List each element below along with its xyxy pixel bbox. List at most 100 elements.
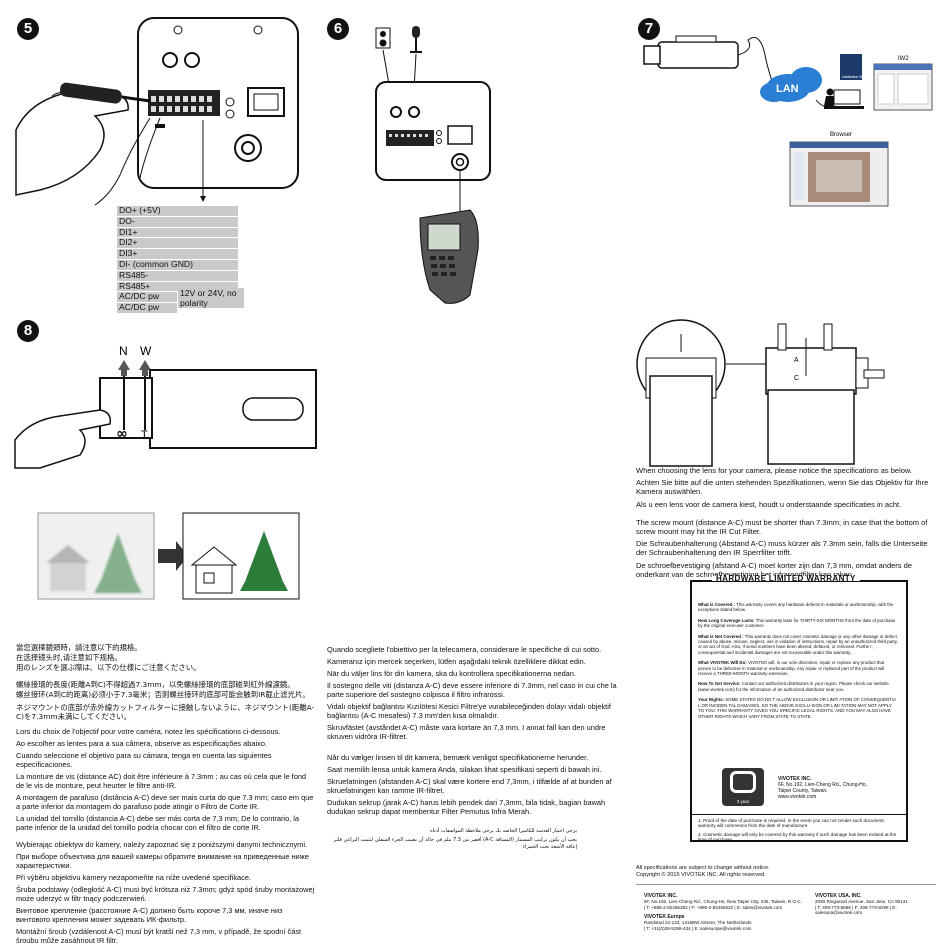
wizard-box-label: Installation Wizard 2: [842, 75, 873, 79]
col1-text: Wybierając obiektyw do kamery, należy za…: [16, 840, 308, 849]
step-6-badge: 6: [327, 18, 349, 40]
col1-text: 用のレンズを選ぶ際は、以下の仕様にご注意ください。: [16, 663, 201, 672]
col1-text: При выборе объектива для вашей камеры об…: [16, 852, 309, 870]
infinity-label: ∞: [116, 426, 128, 442]
col1-text: La monture de vis (distance AC) doit êtr…: [16, 772, 307, 790]
col1-text: Při výběru objektivu kamery nezapomeňte …: [16, 873, 251, 882]
warranty-para: What is Covered : This warranty covers a…: [698, 602, 898, 613]
multilingual-column-1: 當您選擇鏡頭時，請注意以下的規格。 在选择镜头时,请注意如下规格。 用のレンズを…: [16, 643, 316, 948]
warranty-para: How To Get Service: Contact our authoriz…: [698, 681, 898, 692]
footer-contact: | T: 408-773-8686 | F: 408-773-8298 | E:…: [815, 904, 897, 916]
col1-text: Винтовое крепление (расстояние A-C) долж…: [16, 906, 283, 924]
warranty-para: How Long Coverage Lasts: This warranty l…: [698, 618, 898, 629]
footer-address: Randstad 22-133, 1316BW Almere, The Neth…: [644, 920, 752, 926]
col2-text: Skruvfästet (avståndet A-C) måste vara k…: [327, 723, 606, 741]
warranty-text: SOME STATES DO NO T ALLOW EXCLUSION OR L…: [698, 697, 896, 719]
camera-back-terminal-illustration: [15, 17, 299, 206]
col1-text: 在选择镜头时,请注意如下规格。: [16, 653, 122, 662]
browser-label: Browser: [830, 132, 852, 138]
point-a-label: A: [794, 357, 799, 364]
warranty-para: What is Not Covered : This warranty does…: [698, 634, 898, 656]
pin-row: DI2+: [117, 238, 238, 250]
warranty-para: What VIVOTEK Will Do: VIVOTEK will, in o…: [698, 660, 898, 676]
spec-notice-line: All specifications are subject to change…: [636, 865, 770, 871]
col2-text: Saat memilih lensa untuk kamera Anda, si…: [327, 765, 602, 774]
warranty-heading: Your Rights:: [698, 697, 725, 703]
pin-row: DI- (common GND): [117, 259, 238, 271]
lens-text-en: When choosing the lens for your camera, …: [636, 466, 912, 475]
near-label: N: [119, 344, 128, 358]
company-name: VIVOTEK INC.: [778, 776, 812, 782]
lens-choice-text: When choosing the lens for your camera, …: [636, 466, 936, 582]
footer-company: VIVOTEK USA, INC.: [815, 893, 862, 899]
col1-text: Lors du choix de l'objectif pour votre c…: [16, 727, 281, 736]
col2-text: När du väljer lins för din kamera, ska d…: [327, 669, 576, 678]
pin-row: RS485+: [117, 281, 238, 293]
warranty-para: Your Rights: SOME STATES DO NO T ALLOW E…: [698, 697, 898, 719]
footer-contact: | T: +31(0)36-5298-434 | E: salesurope@v…: [644, 925, 752, 931]
col1-text: Ao escolher as lentes para a sua câmera,…: [16, 739, 268, 748]
col1-text: Montážní šroub (vzdálenost A-C) musí být…: [16, 927, 302, 945]
col2-text-arabic: يجب أن يكون تركيب المسمار (المسافة A-C) …: [333, 837, 577, 850]
spec-notice: All specifications are subject to change…: [636, 865, 770, 879]
pin-row: DO-: [117, 216, 238, 228]
mount-text-nl: De schroefbevestiging (afstand A-C) moet…: [636, 560, 912, 579]
warranty-text: Contact our authorized distributors in y…: [698, 681, 889, 692]
warranty-note: 1. Proof of the date of purchase is requ…: [698, 818, 885, 829]
col1-text: 當您選擇鏡頭時，請注意以下的規格。: [16, 643, 142, 652]
footer-company: VIVOTEK Europe: [644, 914, 685, 920]
pin-row: RS485-: [117, 270, 238, 282]
footer-taiwan: VIVOTEK INC. 6F, No.192, Lien-Cheng Rd.,…: [644, 893, 814, 910]
multilingual-column-2: Quando scegliete l'obiettivo per la tele…: [327, 645, 619, 854]
focus-adjust-illustration: N W ∞ T: [14, 344, 317, 469]
lens-text-de: Achten Sie bitte auf die unten stehenden…: [636, 478, 929, 497]
warranty-heading: What is Not Covered :: [698, 633, 744, 639]
warranty-text: This warranty does not cover cosmetic da…: [698, 633, 898, 655]
company-website: www.vivotek.com: [778, 794, 817, 800]
col1-text: 螺丝接环(A到C的距离)必须小于7.3毫米；否则螺丝接环的底部可能会触到IR截止…: [16, 690, 310, 699]
warranty-text: VIVOTEK will, in our sole discretion, re…: [698, 660, 885, 677]
col2-text: Vidalı objektif bağlantısı Kızılötesi Ke…: [327, 702, 611, 720]
col2-text: Skruefatningen (afstanden A-C) skal være…: [327, 777, 612, 795]
col1-text: Śruba podstawy (odległość A-C) musi być …: [16, 885, 315, 903]
warranty-heading: What VIVOTEK Will Do:: [698, 660, 747, 666]
col2-text: Quando scegliete l'obiettivo per la tele…: [327, 645, 602, 654]
mount-text-de: Die Schraubenhalterung (Abstand A-C) mus…: [636, 539, 928, 558]
footer-europe: VIVOTEK Europe Randstad 22-133, 1316BW A…: [644, 914, 814, 931]
col1-text: La unidad del tornillo (distancia A-C) d…: [16, 814, 300, 832]
tele-label: T: [141, 429, 148, 441]
wide-label: W: [140, 344, 152, 358]
pin-row: DI3+: [117, 249, 238, 260]
lens-mount-diagram: A C: [636, 319, 885, 467]
col1-text: Cuando seleccione el objetivo para su cá…: [16, 751, 272, 769]
col1-text: ネジマウントの底部が赤外線カットフィルターに接触しないように、ネジマウント(距離…: [16, 703, 315, 721]
focus-comparison-illustration: [37, 512, 300, 600]
warranty-text: This warranty lasts for THIRTY-SIX MONTH…: [698, 617, 896, 629]
col2-text: Når du vælger linsen til dit kamera, bem…: [327, 753, 589, 762]
warranty-notes: 1. Proof of the date of purchase is requ…: [698, 818, 898, 843]
three-year-badge-icon: 3 year: [722, 768, 764, 806]
footer-company: VIVOTEK INC.: [644, 893, 678, 899]
col2-text: Dudukan sekrup (jarak A-C) harus lebih p…: [327, 798, 606, 816]
footer-contact: | T: +886-2-82455282 | F: +886-2-8245553…: [644, 904, 783, 910]
pin-row-power: AC/DC pw: [117, 303, 177, 314]
col1-text: 螺絲接環的長度(距離A到C)不得超過7.3mm，以免螺絲接環的底部碰到紅外線濾鏡…: [16, 680, 295, 689]
power-note: 12V or 24V, no polarity: [178, 288, 244, 308]
pin-row-power: AC/DC pw: [117, 292, 177, 304]
warranty-title: HARDWARE LIMITED WARRANTY: [712, 574, 860, 583]
warranty-box: HARDWARE LIMITED WARRANTY What is Covere…: [690, 574, 908, 843]
lan-label: LAN: [776, 83, 799, 95]
warranty-heading: What is Covered :: [698, 602, 736, 607]
col2-text-arabic: يرجى اختيار العدسة للكاميرا الخاصة بك ير…: [430, 828, 577, 834]
col2-text: Il sostegno delle viti (distanza A-C) de…: [327, 681, 617, 699]
warranty-note: 2. Cosmetic damage will only be covered …: [698, 831, 897, 843]
pinout-table: DO+ (+5V) DO- DI1+ DI2+ DI3+ DI- (common…: [117, 206, 238, 314]
warranty-text: This warranty covers any hardware defect…: [698, 602, 894, 613]
step-5-badge: 5: [17, 18, 39, 40]
camera-analog-output-illustration: [375, 26, 491, 304]
step-8-badge: 8: [17, 320, 39, 342]
pin-row: DI1+: [117, 227, 238, 239]
footer-address: 6F, No.192, Lien-Cheng Rd., Chung-Ho, Ne…: [644, 899, 802, 905]
warranty-heading: How Long Coverage Lasts:: [698, 617, 755, 623]
company-address: 6F, No.192, Lien-Cheng Rd., Chung-Ho,: [778, 782, 867, 788]
